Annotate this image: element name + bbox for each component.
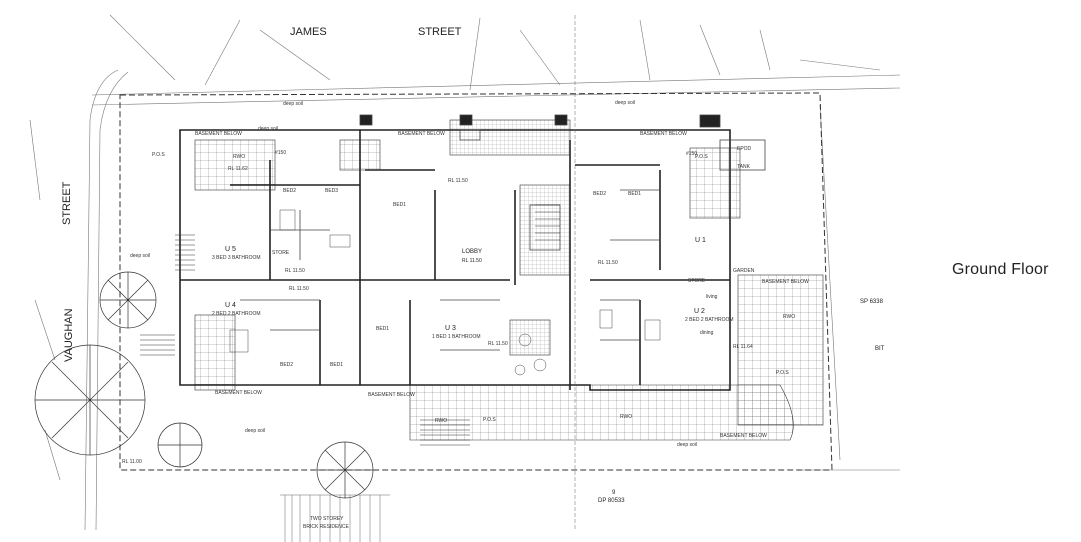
unit-3-sub: 1 BED 1 BATHROOM [432,334,481,340]
rwo-label: RWO [783,314,795,320]
basement-below-label: BASEMENT BELOW [398,131,445,137]
lobby-rl-label: RL 11.50 [462,258,482,264]
dining-label: dining [700,330,714,336]
paving-areas [194,119,824,441]
bed-label: BED1 [628,191,641,197]
unit-1-label: U 1 [695,237,706,244]
interior-partitions [240,114,766,351]
floor-waste-label: #150 [686,151,697,157]
neighbour-building [280,15,576,542]
basement-below-label: BASEMENT BELOW [640,131,687,137]
store-label: STORE [688,278,706,284]
deep-soil-label: deep soil [615,100,635,106]
bed-label: BED2 [283,188,296,194]
garden-label: GARDEN [733,268,755,274]
bed-label: BED2 [593,191,606,197]
building-walls [179,129,731,391]
unit-5-sub: 3 BED 3 BATHROOM [212,255,261,261]
deep-soil-label: deep soil [258,126,278,132]
street-name-vaughan: VAUGHAN [63,308,75,362]
tank-label: TANK [737,164,751,170]
neighbour-label: BRICK RESIDENCE [303,524,350,530]
rl-label: RL 11.64 [733,344,753,350]
deep-soil-label: deep soil [245,428,265,434]
deposited-plan-label: DP 80533 [598,498,625,504]
rl-label: RL 11.00 [122,459,142,465]
basement-below-label: BASEMENT BELOW [368,392,415,398]
strata-plan-label: SP 6338 [860,299,884,305]
stairs [140,204,560,446]
rl-label: RL 11.50 [598,260,618,266]
rl-label: RL 11.62 [228,166,248,172]
rl-label: RL 11.50 [488,341,508,347]
pos-label: P.O.S [695,154,708,160]
ground-floor-site-plan: JAMES STREET STREET VAUGHAN LOBBY RL 11.… [29,14,901,542]
floor-waste-label: #150 [275,150,286,156]
rwo-label: RWO [435,418,447,424]
unit-5-label: U 5 [225,246,236,253]
basement-below-label: BASEMENT BELOW [195,131,242,137]
rl-label: RL 11.50 [289,286,309,292]
street-name-james-suffix: STREET [418,26,462,38]
basement-below-label: BASEMENT BELOW [720,433,767,439]
floor-caption: Ground Floor [952,261,1049,278]
store-label: STORE [272,250,290,256]
rl-label: RL 11.50 [285,268,305,274]
deep-soil-label: deep soil [130,253,150,259]
unit-3-label: U 3 [445,325,456,332]
rwo-label: RWO [620,414,632,420]
unit-2-sub: 2 BED 2 BATHROOM [685,317,734,323]
street-name-james: JAMES [290,26,327,38]
rl-label: RL 11.50 [448,178,468,184]
deep-soil-label: deep soil [283,101,303,107]
living-label: living [706,294,718,300]
pos-label: P.O.S [152,152,165,158]
basement-below-label: BASEMENT BELOW [762,279,809,285]
unit-2-label: U 2 [694,308,705,315]
rwo-label: RWO [233,154,245,160]
pos-label: P.O.S [483,417,496,423]
tree-canopies [34,271,374,499]
pos-label: P.O.S [776,370,789,376]
deep-soil-label: deep soil [677,442,697,448]
bed-label: BED1 [393,202,406,208]
epod-label: EPOD [737,146,752,152]
street-name-west-suffix: STREET [61,181,73,225]
basement-below-label: BASEMENT BELOW [215,390,262,396]
lot-number: 9 [612,490,616,496]
neighbour-label: TWO STOREY [310,516,344,522]
bed-label: BED1 [376,326,389,332]
bit-label: BIT [875,346,885,352]
road-survey-lines [29,14,901,531]
unit-4-sub: 2 BED 2 BATHROOM [212,311,261,317]
bed-label: BED1 [330,362,343,368]
lobby-label: LOBBY [462,249,482,255]
fixtures [229,209,661,376]
unit-4-label: U 4 [225,302,236,309]
bed-label: BED2 [280,362,293,368]
bed-label: BED3 [325,188,338,194]
